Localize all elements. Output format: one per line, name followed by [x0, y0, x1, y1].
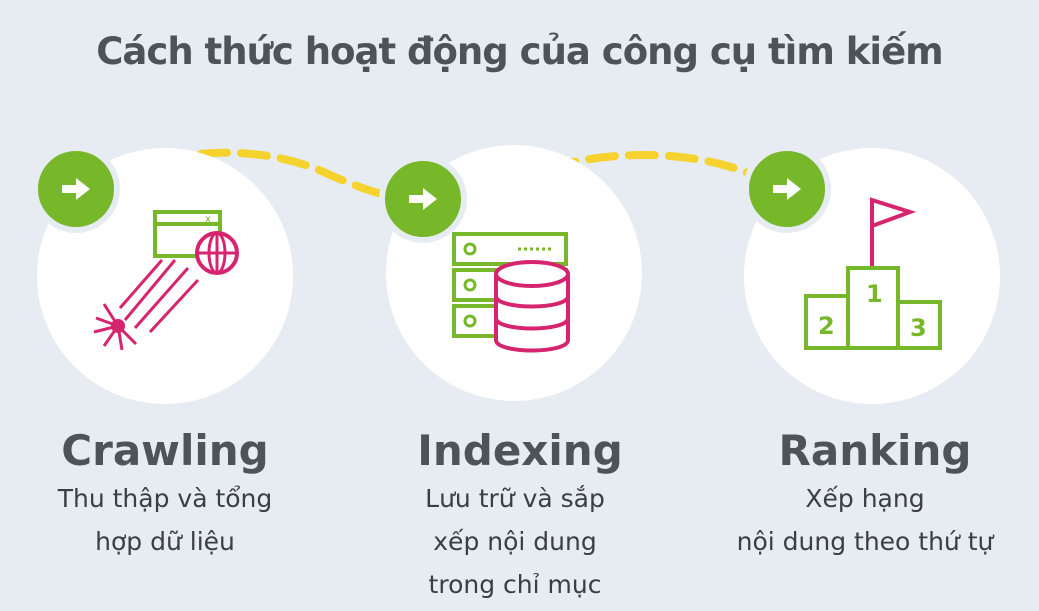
podium-first-label: 1 — [866, 280, 883, 308]
desc-line: xếp nội dung — [433, 527, 597, 556]
desc-line: trong chỉ mục — [428, 570, 602, 599]
svg-text:x: x — [205, 214, 211, 225]
step-title-ranking: Ranking — [778, 426, 972, 475]
server-database-icon — [452, 232, 570, 353]
podium-second-label: 2 — [818, 312, 835, 340]
desc-line: Xếp hạng — [805, 484, 925, 513]
desc-line: nội dung theo thứ tự — [736, 527, 994, 556]
step-title-indexing: Indexing — [417, 426, 623, 475]
podium-flag-icon: 1 2 3 — [804, 197, 942, 350]
step-title-crawling: Crawling — [61, 426, 269, 475]
arrow-icon — [379, 155, 467, 243]
arrow-icon — [32, 145, 120, 233]
step-desc-ranking: Xếp hạng nội dung theo thứ tự — [700, 477, 1030, 563]
step-desc-indexing: Lưu trữ và sắp xếp nội dung trong chỉ mụ… — [355, 477, 675, 606]
desc-line: Thu thập và tổng — [57, 484, 273, 513]
desc-line: Lưu trữ và sắp — [425, 484, 605, 513]
arrow-icon — [743, 145, 831, 233]
podium-third-label: 3 — [910, 314, 927, 342]
step-desc-crawling: Thu thập và tổng hợp dữ liệu — [10, 477, 320, 563]
browser-spider-icon: x — [93, 210, 239, 351]
desc-line: hợp dữ liệu — [95, 527, 235, 556]
page-title: Cách thức hoạt động của công cụ tìm kiếm — [96, 30, 943, 73]
